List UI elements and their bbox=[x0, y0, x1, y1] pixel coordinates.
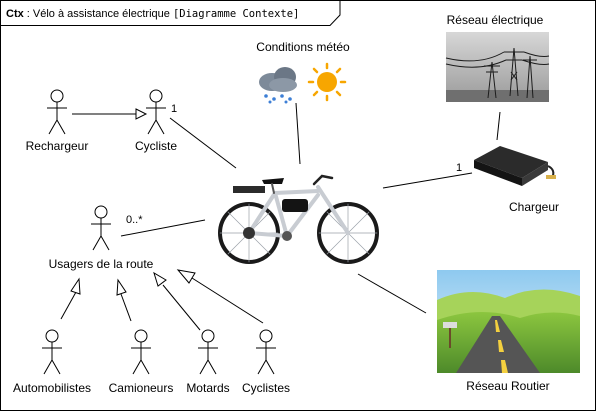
actor-legs bbox=[257, 358, 275, 375]
generalization-motards bbox=[162, 284, 201, 331]
link-route-bike bbox=[357, 273, 427, 314]
multiplicity-usagers: 0..* bbox=[126, 214, 143, 226]
block-label-meteo: Conditions météo bbox=[256, 40, 350, 54]
generalization-arrowhead bbox=[176, 269, 196, 284]
block-label-reseau-electrique: Réseau électrique bbox=[447, 13, 544, 27]
actor-label-cycliste: Cycliste bbox=[135, 139, 177, 153]
actor-motards[interactable] bbox=[198, 329, 218, 375]
generalization-arrowhead bbox=[135, 108, 148, 120]
actor-head bbox=[134, 329, 148, 343]
generalization-automobilistes bbox=[60, 291, 77, 320]
actor-usagers[interactable] bbox=[91, 205, 111, 251]
battery-charger-icon bbox=[474, 146, 556, 186]
link-reseau-chargeur bbox=[496, 111, 501, 141]
generalization-cyclistes bbox=[191, 277, 264, 324]
link-chargeur-bike bbox=[382, 172, 473, 189]
connectors bbox=[60, 102, 501, 331]
actor-label-usagers: Usagers de la route bbox=[49, 257, 154, 271]
link-meteo-bike bbox=[295, 102, 301, 165]
multiplicity-cycliste: 1 bbox=[171, 103, 177, 115]
multiplicity-chargeur: 1 bbox=[456, 162, 462, 174]
battery-pack bbox=[282, 199, 308, 212]
generalization-arrowhead bbox=[116, 278, 127, 296]
actor-cyclistes[interactable] bbox=[256, 329, 276, 375]
frame-header-border bbox=[0, 0, 341, 26]
electric-bicycle-icon bbox=[218, 174, 379, 264]
actor-legs bbox=[147, 118, 165, 135]
block-label-reseau-routier: Réseau Routier bbox=[466, 379, 549, 393]
actor-legs bbox=[199, 358, 217, 375]
actor-legs bbox=[92, 234, 110, 251]
generalization-arrowhead bbox=[153, 271, 167, 287]
actor-label-motards: Motards bbox=[186, 381, 229, 395]
actor-label-automobilistes: Automobilistes bbox=[13, 381, 91, 395]
actor-cycliste[interactable] bbox=[146, 89, 166, 135]
actor-label-rechargeur: Rechargeur bbox=[26, 139, 89, 153]
actor-legs bbox=[43, 358, 61, 375]
sun-icon bbox=[307, 62, 347, 102]
generalization-arrowhead bbox=[70, 277, 81, 295]
actor-rechargeur[interactable] bbox=[47, 89, 67, 135]
actor-head bbox=[259, 329, 273, 343]
actor-head bbox=[50, 89, 64, 103]
frame-title: Ctx : Vélo à assistance électrique [Diag… bbox=[6, 8, 299, 20]
actor-camioneurs[interactable] bbox=[131, 329, 151, 375]
actor-label-cyclistes: Cyclistes bbox=[242, 381, 290, 395]
actor-legs bbox=[48, 118, 66, 135]
road-landscape-icon bbox=[437, 270, 580, 373]
actor-label-camioneurs: Camioneurs bbox=[109, 381, 174, 395]
actor-legs bbox=[132, 358, 150, 375]
generalization-camioneurs bbox=[120, 293, 132, 322]
actor-automobilistes[interactable] bbox=[42, 329, 62, 375]
block-label-chargeur: Chargeur bbox=[509, 200, 559, 214]
power-pylons-icon bbox=[445, 32, 550, 102]
link-cycliste-bike bbox=[169, 117, 237, 169]
link-usagers-bike bbox=[120, 219, 206, 237]
actor-head bbox=[149, 89, 163, 103]
actor-head bbox=[201, 329, 215, 343]
actor-head bbox=[45, 329, 59, 343]
actor-head bbox=[94, 205, 108, 219]
rain-cloud-icon bbox=[259, 67, 297, 104]
